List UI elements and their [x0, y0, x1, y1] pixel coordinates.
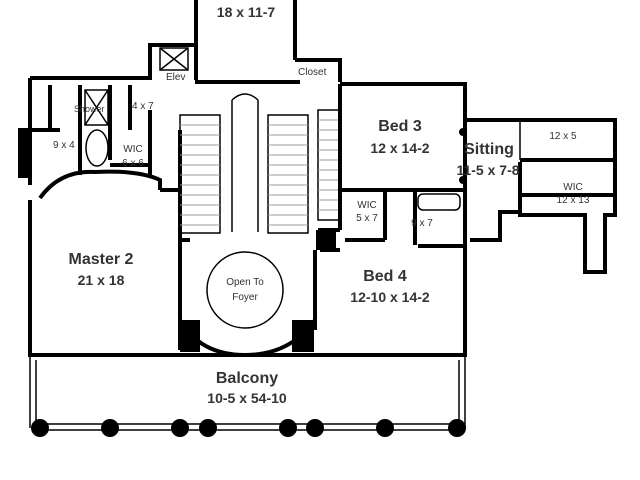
open-to-foyer-line2: Foyer: [232, 292, 258, 303]
shower-label: Shower: [74, 104, 105, 114]
open-to-foyer-line1: Open To: [226, 277, 264, 288]
sitting-size: 11-5 x 7-8: [456, 162, 519, 178]
wic-master-label: WIC: [123, 144, 142, 155]
balcony-label: Balcony: [216, 370, 278, 387]
bath-4x7-size: 4 x 7: [132, 101, 154, 112]
closet-label: Closet: [298, 67, 327, 78]
wic-master-size: 6 x 6: [122, 158, 144, 169]
balcony-size: 10-5 x 54-10: [207, 390, 287, 406]
master2-size: 21 x 18: [78, 272, 125, 288]
bath-9x7-size: 9 x 7: [411, 218, 433, 229]
bath-9x4-size: 9 x 4: [53, 140, 75, 151]
wic-right-label: WIC: [563, 182, 582, 193]
stairs-left: [179, 114, 221, 234]
balcony-columns: [31, 128, 467, 437]
wic-bed4-size: 5 x 7: [356, 213, 378, 224]
wic-right-size: 12 x 13: [557, 195, 590, 206]
bed4-label: Bed 4: [363, 268, 407, 285]
bath-12x5-size: 12 x 5: [549, 131, 577, 142]
top-room-size: 18 x 11-7: [217, 4, 276, 20]
walls: [18, 0, 617, 431]
master2-label: Master 2: [69, 251, 134, 268]
bed3-label: Bed 3: [378, 118, 422, 135]
bed3-size: 12 x 14-2: [370, 140, 429, 156]
elev-label: Elev: [166, 72, 185, 83]
stairs-right: [267, 109, 341, 234]
sitting-label: Sitting: [464, 141, 514, 158]
wic-bed4-label: WIC: [357, 200, 376, 211]
bed4-size: 12-10 x 14-2: [350, 289, 430, 305]
